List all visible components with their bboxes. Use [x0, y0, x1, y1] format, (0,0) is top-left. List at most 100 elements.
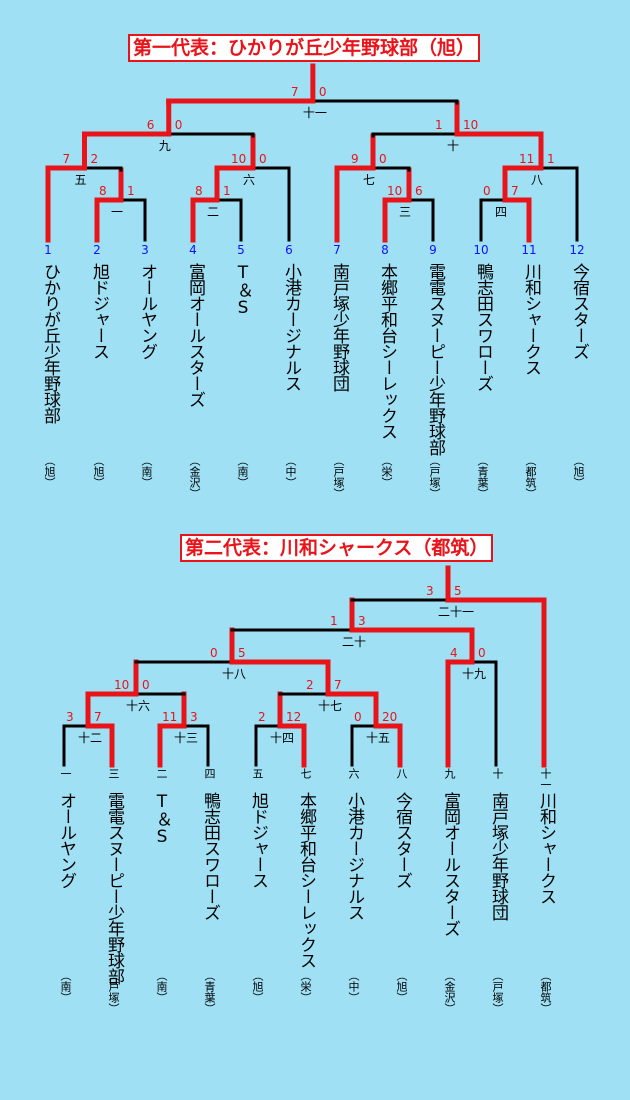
game-label: 十二: [78, 731, 103, 745]
score-left: 10: [387, 184, 403, 198]
game-label: 十六: [126, 699, 151, 713]
bracket1-team-number: 11: [521, 243, 537, 257]
score-right: 5: [238, 646, 246, 660]
game-label: 十七: [318, 699, 343, 713]
bracket2-team-number: 九: [443, 768, 456, 779]
bracket2-team-name: 南戸塚少年野球団: [488, 792, 508, 920]
score-left: 2: [258, 710, 266, 724]
score-left: 3: [426, 584, 434, 598]
bracket1-team-name: 旭ドジャース: [89, 263, 109, 359]
game-label: 十四: [270, 731, 295, 745]
bracket2-team-name: 電電スヌーピー少年野球部: [104, 792, 124, 984]
game-label: 二十一: [438, 605, 475, 619]
game-label: 六: [243, 173, 256, 187]
bracket2-team-region: （都筑）: [539, 970, 552, 1014]
game-label: 三: [399, 205, 412, 219]
bracket1-team-name: 今宿スターズ: [569, 263, 589, 359]
bracket2-team-name: 本郷平和台シーレックス: [296, 792, 316, 968]
bracket1-team-name: オールヤング: [137, 263, 157, 359]
bracket1-team-number: 8: [381, 243, 389, 257]
score-left: 11: [519, 152, 535, 166]
game-label: 四: [495, 205, 508, 219]
score-right: 3: [190, 710, 198, 724]
score-right: 6: [415, 184, 423, 198]
game-label: 七: [363, 173, 376, 187]
score-left: 9: [351, 152, 359, 166]
bracket2-team-number: 一: [59, 768, 72, 779]
bracket2-team-region: （旭）: [251, 970, 264, 1003]
score-left: 1: [330, 614, 338, 628]
bracket1-team-name: 鴨志田スワローズ: [473, 263, 493, 391]
bracket2-team-region: （中）: [347, 970, 360, 1003]
bracket2-team-name: 川和シャークス: [536, 792, 556, 904]
score-right: 10: [463, 118, 479, 132]
score-left: 0: [354, 710, 362, 724]
score-left: 2: [306, 678, 314, 692]
bracket1-team-region: （南）: [236, 455, 249, 488]
score-left: 1: [435, 118, 443, 132]
bracket1-team-region: （旭）: [572, 455, 585, 488]
score-left: 8: [195, 184, 203, 198]
score-right: 1: [223, 184, 231, 198]
bracket1-team-name: 小港カージナルス: [281, 263, 301, 391]
score-right: 0: [478, 646, 486, 660]
game-label: 十五: [366, 731, 391, 745]
bracket1-team-number: 10: [473, 243, 489, 257]
bracket1-team-region: （都筑）: [524, 455, 537, 499]
bracket2-team-region: （戸塚）: [491, 970, 504, 1014]
bracket2-team-name: 今宿スターズ: [392, 792, 412, 888]
bracket1-team-region: （金沢）: [188, 455, 201, 499]
bracket2-team-number: 三: [107, 768, 120, 779]
score-right: 0: [259, 152, 267, 166]
bracket1-team-number: 9: [429, 243, 437, 257]
bracket1-team-number: 4: [189, 243, 197, 257]
bracket1-team-name: 本郷平和台シーレックス: [377, 263, 397, 439]
game-label: 十: [447, 139, 460, 153]
score-left: 7: [290, 85, 299, 99]
bracket1-team-name: ひかりが丘少年野球部: [40, 263, 60, 423]
bracket1-team-number: 12: [569, 243, 585, 257]
score-right: 20: [382, 710, 398, 724]
bracket1-team-name: 富岡オールスターズ: [185, 263, 205, 407]
bracket2-team-region: （金沢）: [443, 970, 456, 1014]
bracket2-team-region: （南）: [59, 970, 72, 1003]
bracket2-team-name: 小港カージナルス: [344, 792, 364, 920]
bracket1-team-number: 5: [237, 243, 245, 257]
bracket2-team-region: （青葉）: [203, 970, 216, 1014]
game-label: 十九: [462, 667, 487, 681]
bracket1-team-name: 南戸塚少年野球団: [329, 263, 349, 391]
bracket2-team-region: （旭）: [395, 970, 408, 1003]
score-right: 0: [318, 85, 327, 99]
score-right: 7: [334, 678, 342, 692]
score-left: 8: [99, 184, 107, 198]
score-left: 3: [66, 710, 74, 724]
bracket2-team-number: 十一: [539, 768, 552, 790]
score-left: 11: [162, 710, 178, 724]
game-label: 二十: [342, 635, 367, 649]
bracket2-team-number: 四: [203, 768, 216, 779]
score-left: 6: [146, 118, 155, 132]
bracket1-team-name: 川和シャークス: [521, 263, 541, 375]
bracket2-team-region: （戸塚）: [107, 970, 120, 1014]
bracket2-team-region: （南）: [155, 970, 168, 1003]
bracket1-team-region: （旭）: [92, 455, 105, 488]
game-label: 一: [111, 205, 124, 219]
bracket1-team-region: （中）: [284, 455, 297, 488]
score-right: 0: [379, 152, 387, 166]
bracket2-team-name: T＆S: [152, 792, 172, 846]
bracket2-team-number: 八: [395, 768, 408, 779]
bracket2-team-number: 二: [155, 768, 168, 779]
score-right: 2: [90, 152, 99, 166]
bracket2-team-number: 十: [491, 768, 504, 779]
game-label: 八: [531, 173, 544, 187]
bracket1-team-region: （南）: [140, 455, 153, 488]
score-left: 10: [114, 678, 130, 692]
bracket2-team-number: 五: [251, 768, 264, 779]
bracket1-team-number: 2: [93, 243, 101, 257]
bracket1-team-name: 電電スヌーピー少年野球部: [425, 263, 445, 455]
bracket1-team-number: 7: [333, 243, 341, 257]
score-right: 1: [127, 184, 135, 198]
bracket1-team-region: （戸塚）: [332, 455, 345, 499]
bracket2-team-number: 七: [299, 768, 312, 779]
